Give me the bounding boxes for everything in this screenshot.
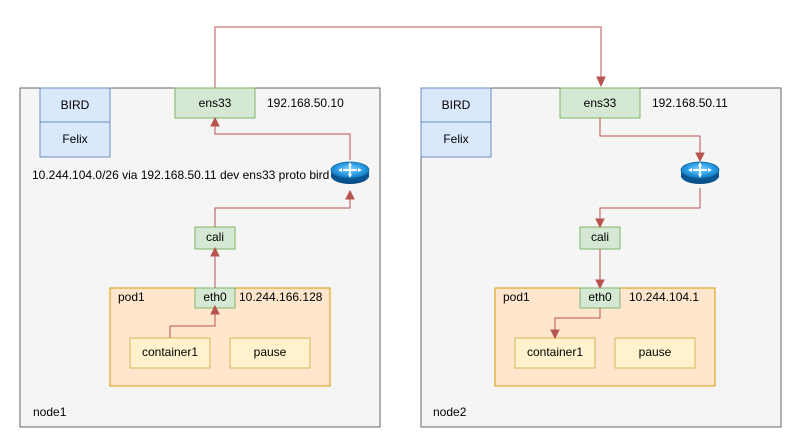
node2-container1-label: container1 <box>527 345 583 359</box>
node2-felix-box <box>420 121 492 158</box>
node2-ens33-to-router-edge <box>599 118 701 154</box>
node1-bird-label: BIRD <box>61 98 90 112</box>
node2-label: node2 <box>433 405 467 419</box>
node2-eth0-to-container-arrowhead <box>550 329 560 340</box>
router-icon <box>330 161 370 184</box>
node2-router-to-cali-edge <box>599 188 701 219</box>
node2-pause-box <box>614 337 696 369</box>
node2-felix-label: Felix <box>443 132 468 146</box>
node2-ens33-ip: 192.168.50.11 <box>652 96 728 110</box>
node1-container1-label: container1 <box>142 345 198 359</box>
node1-label: node1 <box>33 405 67 419</box>
inter-node-link <box>214 26 602 88</box>
node1-pod-label: pod1 <box>118 290 145 304</box>
node1-container-to-eth0-edge <box>169 314 216 338</box>
node1-felix-box <box>39 121 111 158</box>
node1-container1-box <box>129 337 211 369</box>
node2-ens33-to-router-arrowhead <box>695 152 705 163</box>
node1-cali-label: cali <box>206 230 224 244</box>
node1-pause-box <box>229 337 311 369</box>
node1-route-text: 10.244.104.0/26 via 192.168.50.11 dev en… <box>32 168 329 182</box>
node2-pod-label: pod1 <box>503 290 530 304</box>
node2-container1-box <box>514 337 596 369</box>
node1-router-to-ens33-edge <box>214 125 351 160</box>
node1-eth0-label: eth0 <box>203 290 227 304</box>
node2-eth0-to-container-edge <box>554 308 601 330</box>
node2-ens33-box <box>559 87 641 119</box>
node1-container-to-eth0-arrowhead <box>210 304 220 315</box>
node1-cali-to-router-arrowhead <box>345 189 355 200</box>
node2-ens33-label: ens33 <box>584 96 617 110</box>
node1-felix-label: Felix <box>62 132 87 146</box>
node1-cali-to-router-edge <box>214 198 351 227</box>
node2-router-to-cali-arrowhead <box>595 218 605 229</box>
node2-eth0-ip: 10.244.104.1 <box>629 290 699 304</box>
node1-router-to-ens33-arrowhead <box>210 116 220 127</box>
node2-bird-label: BIRD <box>442 98 471 112</box>
inter-node-link-arrowhead <box>596 76 606 88</box>
node2-cali-to-eth0-arrowhead <box>595 279 605 290</box>
node1-eth0-ip: 10.244.166.128 <box>239 290 323 304</box>
router-icon <box>680 161 720 184</box>
node2-eth0-label: eth0 <box>588 290 612 304</box>
node2-cali-label: cali <box>591 230 609 244</box>
node1-ens33-ip: 192.168.50.10 <box>267 96 344 110</box>
node1-pause-label: pause <box>254 345 287 359</box>
node2-pause-label: pause <box>639 345 672 359</box>
node1-ens33-label: ens33 <box>199 96 232 110</box>
node1-eth0-to-cali-arrowhead <box>210 246 220 257</box>
